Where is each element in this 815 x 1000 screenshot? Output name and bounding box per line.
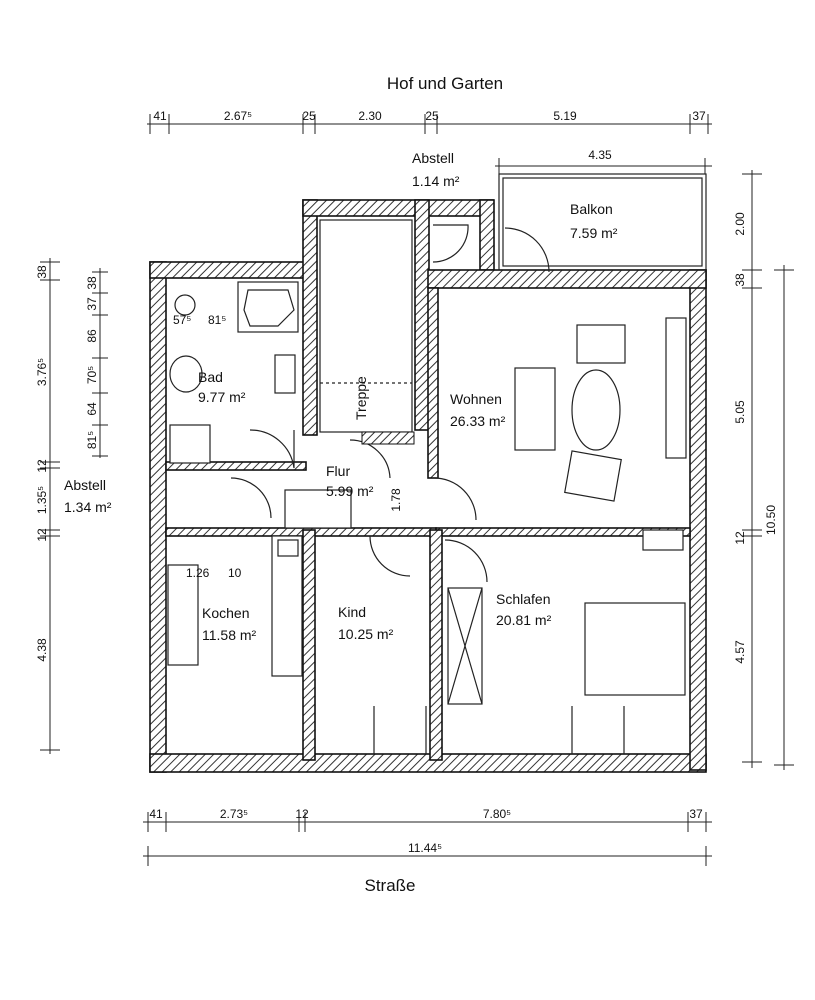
room-abstell-top-name: Abstell	[412, 150, 454, 166]
dim-left-6: 4.38	[35, 638, 49, 662]
room-kind-name: Kind	[338, 604, 366, 620]
room-schlafen-name: Schlafen	[496, 591, 550, 607]
kitchen-fixtures	[167, 489, 352, 677]
dim-balkon-width: 4.35	[588, 148, 612, 162]
room-treppe-name: Treppe	[353, 376, 369, 420]
dim-bottom-total: 11.44⁵	[408, 841, 442, 855]
dim-flur-door: 1.78	[389, 488, 403, 512]
dim-top-4: 2.30	[358, 109, 382, 123]
room-balkon-name: Balkon	[570, 201, 613, 217]
room-bad-area: 9.77 m²	[198, 389, 246, 405]
dim-right-3: 5.05	[733, 400, 747, 424]
dim-right-2: 38	[733, 273, 747, 287]
dimension-chain-bottom: 41 2.73⁵ 12 7.80⁵ 37 11.44⁵	[143, 807, 712, 866]
room-abstell-left-name: Abstell	[64, 477, 106, 493]
room-abstell-left-area: 1.34 m²	[64, 499, 112, 515]
dim-bad-h-2: 81⁵	[208, 313, 226, 327]
dim-right-1: 2.00	[733, 212, 747, 236]
room-wohnen-name: Wohnen	[450, 391, 502, 407]
dim-bad-6: 81⁵	[85, 431, 99, 449]
dim-bottom-1: 41	[149, 807, 163, 821]
living-furniture	[514, 317, 687, 502]
walls	[149, 199, 707, 773]
dim-left-1: 38	[35, 265, 49, 279]
room-flur-name: Flur	[326, 463, 350, 479]
balcony-outline	[498, 173, 707, 271]
staircase	[319, 219, 415, 445]
dim-left-2: 3.76⁵	[35, 358, 49, 386]
dim-kitchen-2: 10	[228, 566, 242, 580]
dim-kitchen-1: 1.26	[186, 566, 210, 580]
dim-bad-h-1: 57⁵	[173, 313, 191, 327]
room-schlafen-area: 20.81 m²	[496, 612, 552, 628]
room-flur-area: 5.99 m²	[326, 483, 374, 499]
dim-left-5: 12	[35, 528, 49, 542]
room-labels: Abstell 1.14 m² Balkon 7.59 m² Bad 9.77 …	[64, 150, 618, 643]
dim-left-4: 1.35⁵	[35, 486, 49, 514]
dim-bad-4: 70⁵	[85, 366, 99, 384]
room-balkon-area: 7.59 m²	[570, 225, 618, 241]
dim-right-total: 10.50	[764, 505, 778, 535]
door-swings	[230, 224, 625, 754]
dim-bad-1: 38	[85, 276, 99, 290]
room-kochen-name: Kochen	[202, 605, 249, 621]
dimension-chain-top: 41 2.67⁵ 25 2.30 25 5.19 37 4.35	[147, 109, 712, 174]
title-top: Hof und Garten	[387, 74, 503, 93]
room-wohnen-area: 26.33 m²	[450, 413, 506, 429]
dim-top-7: 37	[692, 109, 706, 123]
dimension-chain-left: 38 3.76⁵ 12 1.35⁵ 12 4.38 38 37 86 70⁵ 6…	[35, 258, 108, 754]
dim-bad-5: 64	[85, 402, 99, 416]
dim-top-2: 2.67⁵	[224, 109, 252, 123]
interior-dimensions: 57⁵ 81⁵ 1.26 10 1.78	[173, 313, 403, 580]
bathroom-fixtures	[169, 281, 299, 464]
dim-bottom-3: 12	[295, 807, 309, 821]
title-bottom: Straße	[364, 876, 415, 895]
dim-bottom-2: 2.73⁵	[220, 807, 248, 821]
dim-right-5: 4.57	[733, 640, 747, 664]
dim-top-5: 25	[425, 109, 439, 123]
room-bad-name: Bad	[198, 369, 223, 385]
room-abstell-top-area: 1.14 m²	[412, 173, 460, 189]
room-kochen-area: 11.58 m²	[202, 627, 257, 643]
room-kind-area: 10.25 m²	[338, 626, 394, 642]
dim-right-4: 12	[733, 531, 747, 545]
dimension-chain-right: 2.00 38 5.05 12 4.57 10.50	[733, 170, 794, 770]
dim-bottom-5: 37	[689, 807, 703, 821]
bedroom-furniture	[447, 529, 686, 705]
dim-top-3: 25	[302, 109, 316, 123]
dim-bad-2: 37	[85, 297, 99, 311]
dim-bottom-4: 7.80⁵	[483, 807, 511, 821]
dim-top-6: 5.19	[553, 109, 577, 123]
dim-left-3: 12	[35, 459, 49, 473]
dim-top-1: 41	[153, 109, 167, 123]
dim-bad-3: 86	[85, 329, 99, 343]
